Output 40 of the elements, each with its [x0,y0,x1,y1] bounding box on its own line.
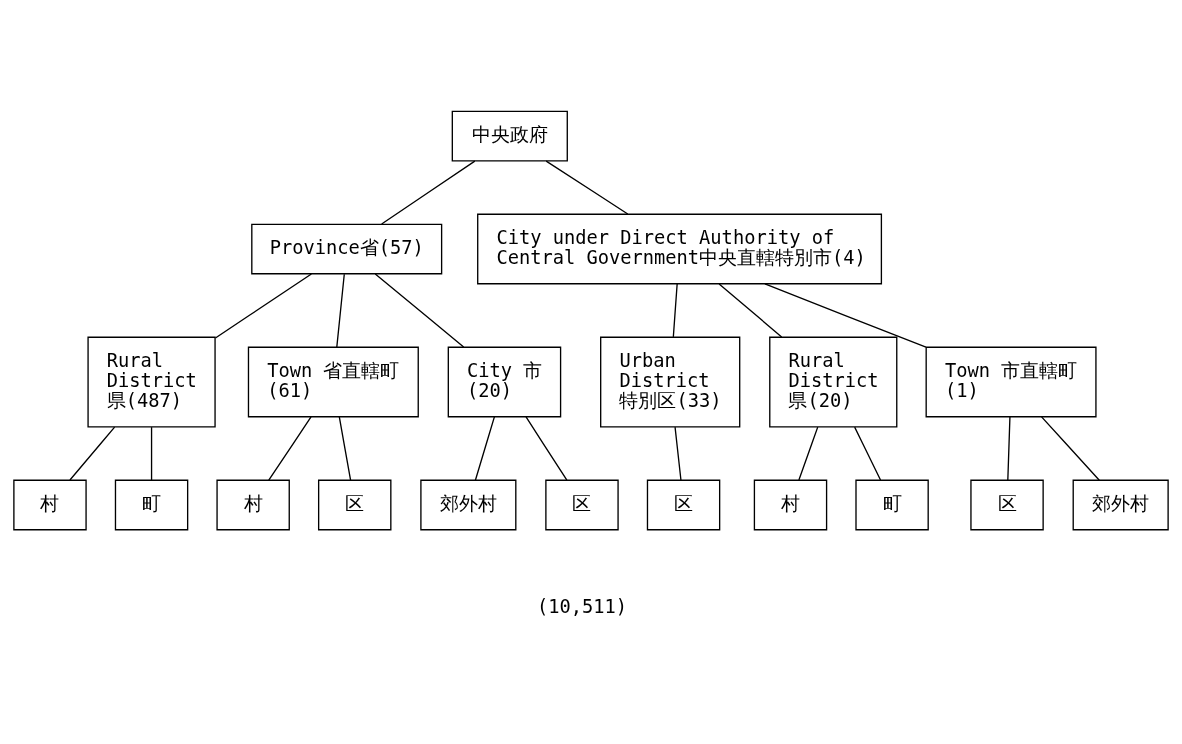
node-box: 村 [216,479,290,531]
connector [268,416,312,481]
node-box: 郊外村 [1072,479,1169,531]
connector [764,283,927,348]
connector [525,416,568,481]
connector [214,273,313,339]
node-box: City under Direct Authority of Central Government中央直轄特別市(4) [477,213,883,285]
connector [380,160,476,225]
connector [338,416,352,481]
node-box: 中央政府 [451,110,568,162]
connector [798,426,819,481]
node-box: City 市 (20) [447,346,562,418]
node-box: Urban District 特別区(33) [600,336,741,428]
connector [150,426,153,481]
connector [672,283,678,338]
node-box: Province省(57) [251,223,443,275]
node-box: Town 市直轄町 (1) [925,346,1097,418]
connector [674,426,682,481]
node-box: 町 [855,479,929,531]
connector [69,426,116,481]
label: (10,511) [536,595,628,617]
node-box: 村 [753,479,828,531]
node-box: 区 [970,479,1044,531]
connector [1040,416,1100,481]
connector [1007,416,1011,481]
node-box: Rural District 県(20) [769,336,898,428]
node-box: Town 省直轄町 (61) [247,346,419,418]
connector [718,283,783,338]
connector [336,273,345,348]
connector [854,426,882,481]
node-box: Rural District 県(487) [87,336,216,428]
node-box: 町 [114,479,189,531]
node-box: 郊外村 [420,479,517,531]
node-box: 村 [13,479,87,531]
connector [474,416,496,481]
node-box: 区 [317,479,392,531]
node-box: 区 [545,479,619,531]
connector [545,160,629,215]
connector [374,273,465,348]
node-box: 区 [646,479,721,531]
